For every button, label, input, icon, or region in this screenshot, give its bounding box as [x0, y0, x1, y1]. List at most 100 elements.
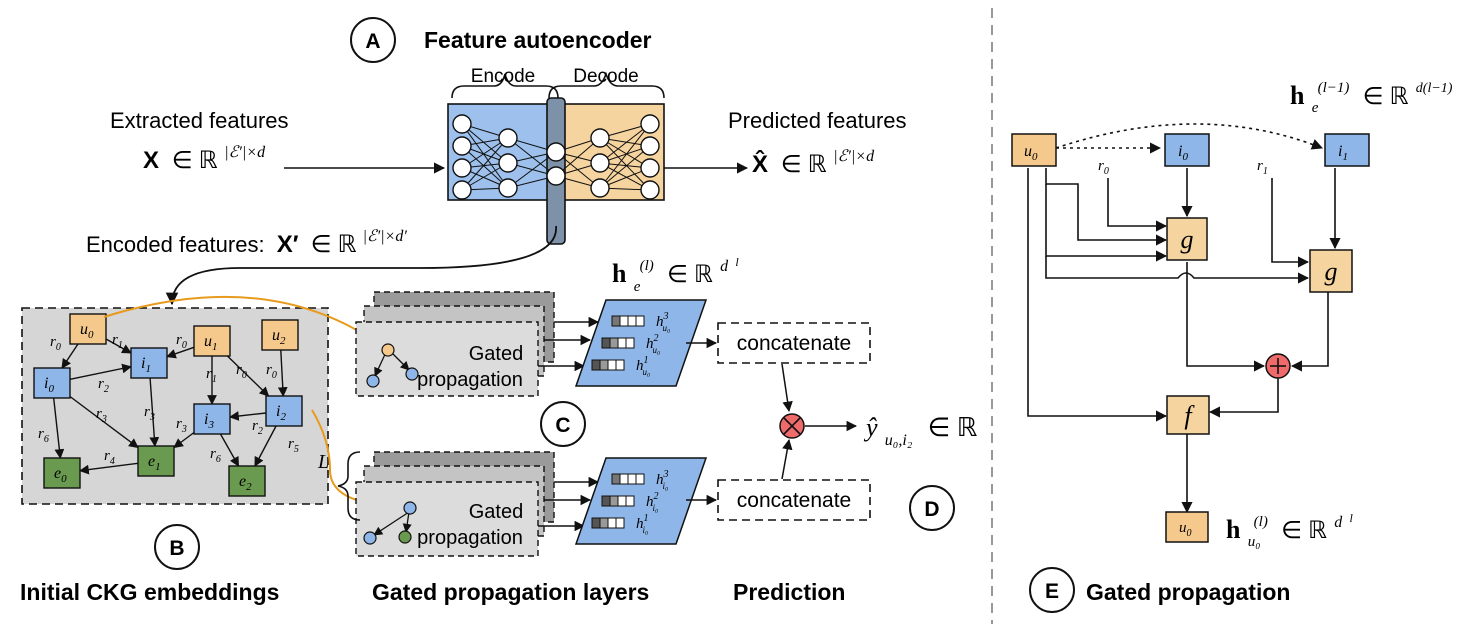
encoded-arrow [165, 225, 557, 306]
ckg-edge-label-r2: r2 [252, 418, 263, 437]
nn-neuron [498, 153, 518, 173]
gated-top-line1: Gated [469, 343, 523, 365]
output-formula-var: X̂ [752, 150, 768, 178]
embedding-cell [615, 359, 625, 371]
ckg-node-label-i1: i1 [141, 355, 151, 375]
e-node-i0-label: i0 [1178, 143, 1188, 163]
layers-brace [337, 451, 361, 521]
prediction-formula: ŷ u₀,i₂ ∈ ℝ [863, 412, 978, 451]
nn-neuron [640, 114, 660, 134]
e-node-out-u0 [1165, 511, 1209, 543]
e-out-h-sub: u₀ [1248, 534, 1261, 550]
embedding-cell [609, 495, 619, 507]
e-edge-r1: r1 [1257, 158, 1268, 177]
encoded-formula-var: X′ [277, 231, 299, 258]
nn-neuron [498, 178, 518, 198]
gated-bottom-line1: Gated [469, 501, 523, 523]
ckg-edge-label-r0: r0 [50, 334, 61, 353]
g-gate-2-label: g [1325, 257, 1338, 286]
e-out-h-formula: h u₀ (l) ∈ ℝ d l [1226, 502, 1353, 552]
prediction-y: ŷ [863, 413, 878, 442]
ckg-edge-i0-i1 [69, 363, 132, 380]
nn-neuron [590, 153, 610, 173]
nn-neuron [452, 180, 472, 200]
encoded-formula-sup: |ℰ′|×d′ [363, 228, 408, 245]
encoded-formula-rest: ∈ ℝ [311, 232, 357, 258]
gated-layer-top [355, 321, 539, 397]
orange-connector-top [103, 295, 372, 339]
badge-a [350, 17, 396, 63]
ckg-edge-e1-e0 [79, 462, 139, 475]
e-top-h-sub: e [1312, 100, 1319, 116]
ckg-node-label-u0: u0 [80, 321, 94, 341]
embedding-cell [591, 359, 601, 371]
ckg-node-e0 [43, 457, 81, 489]
concat-box-top [717, 322, 871, 364]
badge-e-letter: E [1045, 580, 1059, 603]
nn-neuron [452, 158, 472, 178]
embedding-cell [611, 315, 621, 327]
badge-e [1029, 567, 1075, 613]
concat-label-top: concatenate [737, 332, 851, 355]
ckg-edge-i2-e2 [254, 425, 277, 467]
e-out-h-sup: (l) [1254, 514, 1268, 530]
ckg-edge-label-r5: r5 [288, 436, 299, 455]
nn-connection [599, 145, 651, 189]
e-node-i1-label: i1 [1338, 143, 1348, 163]
nn-connection [461, 123, 509, 189]
embedding-cell [619, 315, 629, 327]
ckg-edge-label-r0: r0 [236, 362, 247, 381]
nn-connection [599, 137, 651, 191]
section-a-title: Feature autoencoder [424, 27, 652, 53]
section-c-title: Gated propagation layers [372, 579, 649, 605]
h-layer-rest-sup-sup: l [735, 255, 739, 269]
ckg-edge-i3-e1 [173, 431, 195, 449]
embedding-cell [619, 473, 629, 485]
embedding-rows [591, 315, 645, 529]
ckg-edge-i1-e1 [149, 377, 160, 447]
h-layer-sub: e [634, 279, 641, 295]
embedding-cell [611, 473, 621, 485]
e-out-h-rest: ∈ ℝ [1281, 518, 1327, 544]
embedding-cell [599, 359, 609, 371]
ckg-node-label-i0: i0 [44, 375, 54, 395]
nn-neuron [498, 128, 518, 148]
ckg-node-label-i3: i3 [204, 411, 214, 431]
ckg-node-i0 [33, 367, 71, 399]
input-formula: X ∈ ℝ |ℰ′|×d [143, 144, 266, 174]
section-b-title: Initial CKG embeddings [20, 579, 279, 605]
embedding-cell [617, 337, 627, 349]
nn-neuron [640, 136, 660, 156]
ckg-node-u2 [261, 319, 299, 351]
embedding-cell [609, 337, 619, 349]
badge-a-letter: A [365, 30, 380, 53]
section-a: A Feature autoencoder Encode Decode Extr… [86, 17, 907, 306]
h-layer-rest-sup: d [720, 258, 729, 275]
ckg-node-e1 [137, 445, 175, 477]
ckg-node-u1 [193, 325, 231, 357]
e-top-h: h [1290, 81, 1305, 110]
e-top-h-rest: ∈ ℝ [1363, 84, 1409, 110]
h-layer-rest: ∈ ℝ [667, 262, 713, 288]
e-node-i0 [1164, 133, 1210, 167]
ckg-node-label-e1: e1 [148, 453, 161, 473]
e-wires [1027, 123, 1341, 514]
embedding-cell [625, 337, 635, 349]
section-d: concatenate concatenate ŷ u₀,i₂ ∈ ℝ D P… [717, 322, 978, 605]
concat-label-bottom: concatenate [737, 489, 851, 512]
ckg-edge-label-r3: r3 [176, 416, 187, 435]
ckg-node-label-e2: e2 [239, 473, 252, 493]
h-layer-label: h e (l) ∈ ℝ d l [612, 246, 739, 297]
ckg-node-label-e0: e0 [54, 465, 67, 485]
nn-nodes [452, 114, 660, 200]
ckg-node-i1 [130, 347, 168, 379]
nn-neuron [546, 166, 566, 186]
nn-neuron [452, 136, 472, 156]
layers-label: L [317, 451, 329, 473]
input-formula-sup: |ℰ′|×d [224, 144, 266, 161]
h-layer-symbol: h [612, 259, 627, 288]
gated-top-line2: propagation [417, 369, 523, 391]
